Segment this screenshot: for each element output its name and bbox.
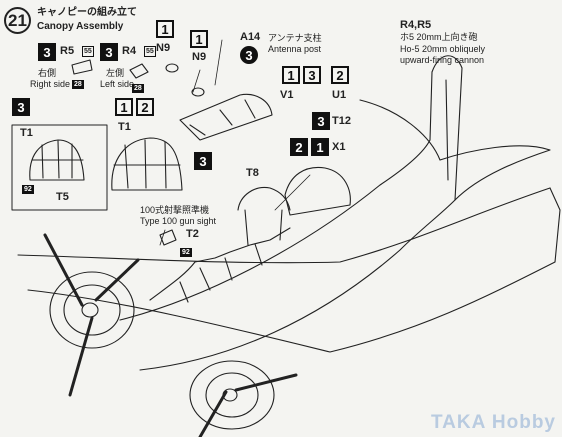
part-n9-top: N9 xyxy=(156,42,171,54)
badge-square-1: 1 xyxy=(115,98,133,116)
r4r5-jp: ホ5 20mm上向き砲 xyxy=(400,32,478,42)
part-t1-inset: T1 xyxy=(20,127,33,139)
step-title-en: Canopy Assembly xyxy=(37,21,124,32)
part-r5: R5 xyxy=(60,45,75,57)
part-t8: T8 xyxy=(246,167,259,179)
badge-92: 92 xyxy=(180,248,192,257)
badge-square-1: 1 xyxy=(156,20,174,38)
badge-circle-3: 3 xyxy=(240,46,258,64)
step-number: 21 xyxy=(4,7,31,34)
gunsight-en: Type 100 gun sight xyxy=(140,216,217,226)
part-a14: A14 xyxy=(240,31,261,43)
r4r5-title: R4,R5 xyxy=(400,19,432,31)
part-x1: X1 xyxy=(332,141,346,153)
part-t2: T2 xyxy=(186,228,199,240)
badge-square-1: 1 xyxy=(190,30,208,48)
part-t1: T1 xyxy=(118,121,131,133)
badge-square-3: 3 xyxy=(194,152,212,170)
badge-square-2: 2 xyxy=(136,98,154,116)
part-n9: N9 xyxy=(192,51,207,63)
badge-square-3: 3 xyxy=(303,66,321,84)
antenna-jp: アンテナ支柱 xyxy=(268,33,322,43)
badge-28: 28 xyxy=(132,84,144,93)
r4r5-en1: Ho-5 20mm obliquely xyxy=(400,44,486,54)
part-t5: T5 xyxy=(56,191,69,203)
badge-92: 92 xyxy=(22,185,34,194)
antenna-en: Antenna post xyxy=(268,44,322,54)
badge-square-2: 2 xyxy=(331,66,349,84)
right-side-en: Right side xyxy=(30,79,71,89)
part-u1: U1 xyxy=(332,89,347,101)
badge-square-1: 1 xyxy=(311,138,329,156)
badge-55: 55 xyxy=(144,46,156,57)
badge-square-3: 3 xyxy=(38,43,56,61)
part-r4: R4 xyxy=(122,45,137,57)
badge-square-3: 3 xyxy=(312,112,330,130)
step-title-jp: キャノピーの組み立て xyxy=(37,7,137,18)
right-side-jp: 右側 xyxy=(38,68,57,78)
badge-55: 55 xyxy=(82,46,94,57)
badge-square-3: 3 xyxy=(12,98,30,116)
gunsight-jp: 100式射撃照準機 xyxy=(140,205,210,215)
badge-square-2: 2 xyxy=(290,138,308,156)
left-side-en: Left side xyxy=(100,79,135,89)
badge-square-3: 3 xyxy=(100,43,118,61)
r4r5-en2: upward-firing cannon xyxy=(400,55,485,65)
badge-28: 28 xyxy=(72,80,84,89)
part-v1: V1 xyxy=(280,89,294,101)
part-t12: T12 xyxy=(332,115,351,127)
badge-square-1: 1 xyxy=(282,66,300,84)
watermark: TAKA Hobby xyxy=(430,412,556,433)
left-side-jp: 左側 xyxy=(106,68,125,78)
